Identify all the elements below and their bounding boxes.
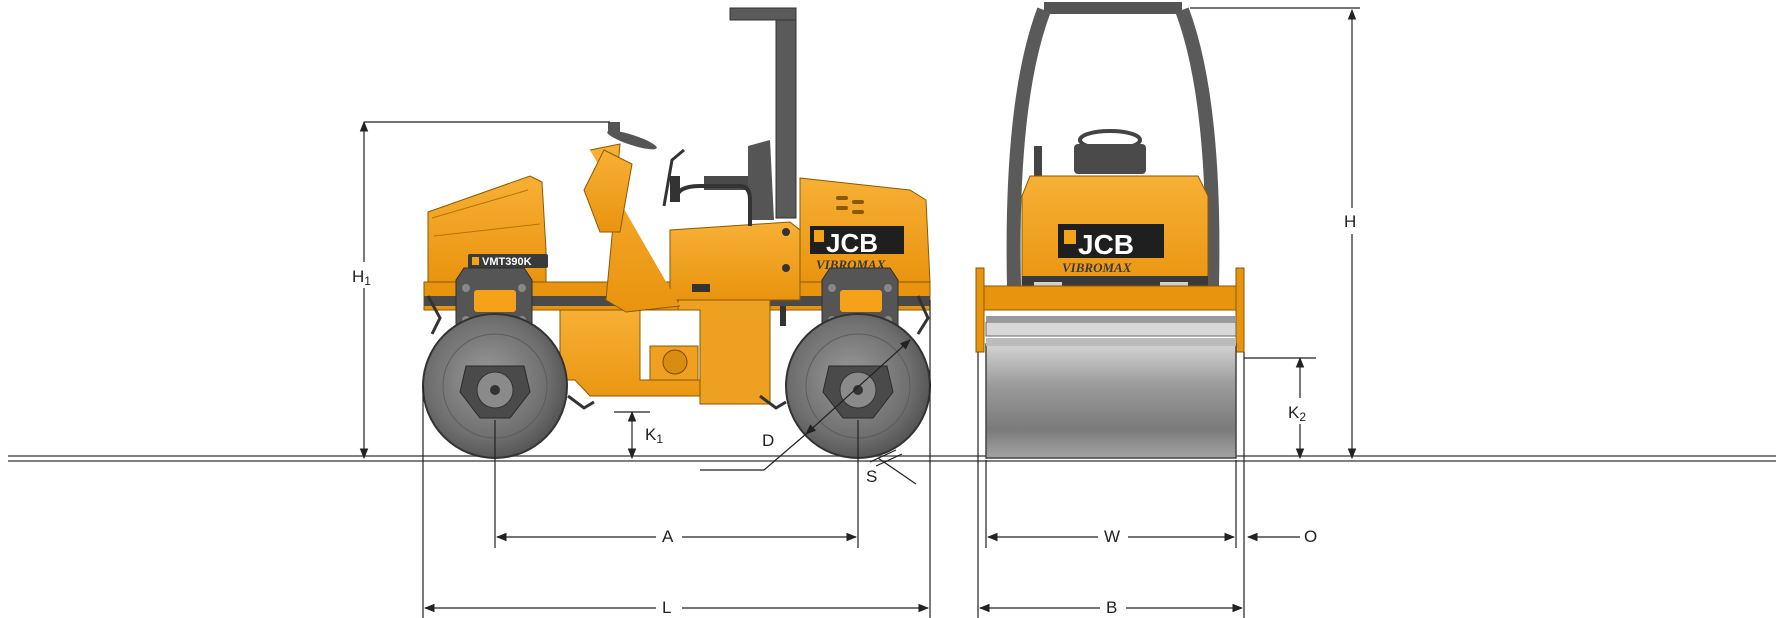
label-d: D	[762, 431, 774, 450]
label-s: S	[866, 467, 877, 486]
front-view-roller: JCB VIBROMAX	[975, 2, 1245, 459]
label-l: L	[662, 598, 671, 617]
label-b: B	[1106, 598, 1117, 617]
label-k2: K2	[1288, 403, 1306, 424]
front-sub-logo: VIBROMAX	[1062, 260, 1132, 275]
model-badge: VMT390K	[482, 256, 532, 268]
label-h: H	[1344, 212, 1356, 231]
label-o: O	[1304, 527, 1317, 546]
label-k1: K1	[645, 425, 663, 446]
dimension-lines	[359, 7, 1360, 618]
side-logo: JCB	[826, 228, 878, 258]
ground-line	[8, 455, 1776, 462]
front-logo: JCB	[1078, 229, 1134, 260]
label-a: A	[662, 527, 674, 546]
label-w: W	[1104, 527, 1120, 546]
label-h1: H1	[352, 267, 371, 288]
